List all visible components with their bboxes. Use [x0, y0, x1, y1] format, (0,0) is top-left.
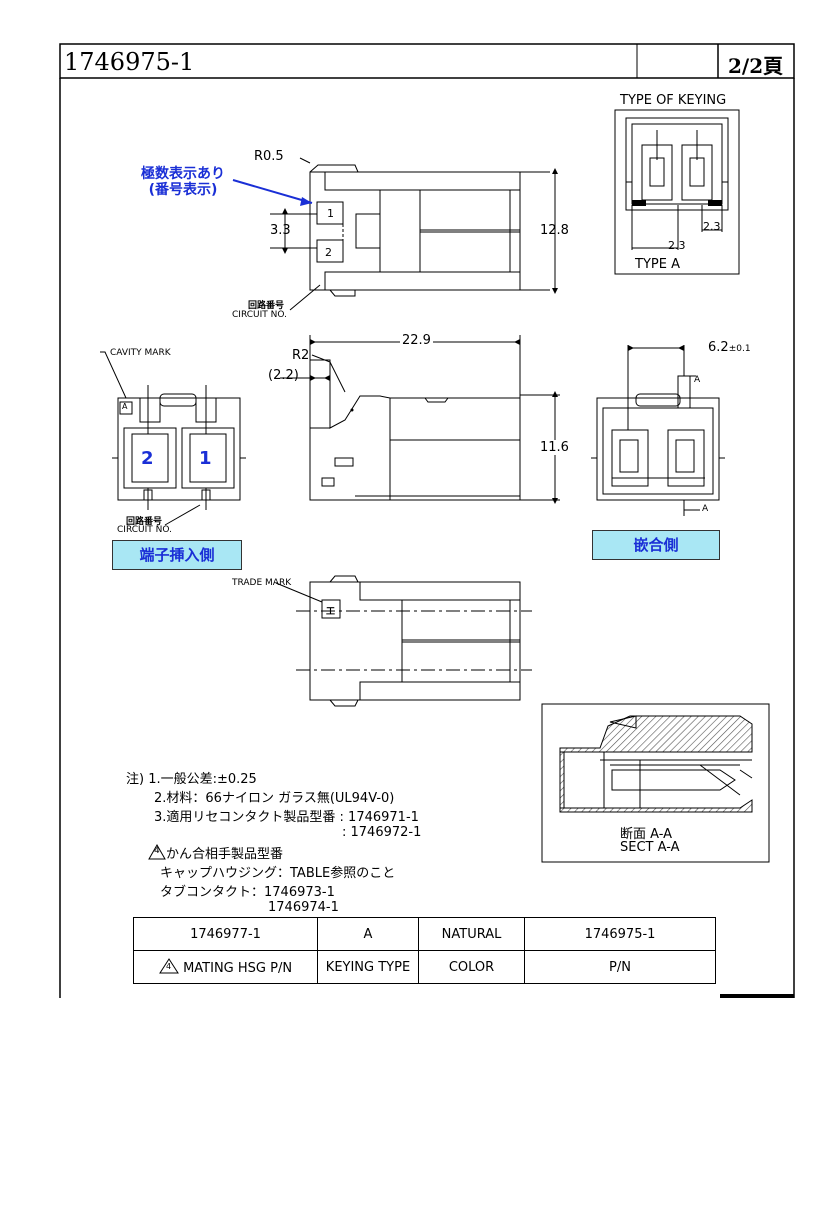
svg-text:2: 2 — [325, 246, 332, 259]
radius-offset-label: (2.2) — [268, 368, 299, 383]
front-width-dimension: 6.2±0.1 — [708, 340, 751, 355]
table-cell: KEYING TYPE — [317, 950, 419, 984]
note-4-number: 4 — [154, 846, 160, 856]
page-number: 2/2頁 — [728, 54, 784, 78]
note-5: キャップハウジング：TABLE参照のこと — [160, 866, 396, 881]
polarity-mark-note: 極数表示あり (番号表示) — [128, 166, 238, 198]
warning-triangle-icon — [159, 958, 179, 974]
part-number-table: 1746977-1 A NATURAL 1746975-1 4 MATING H… — [133, 917, 716, 984]
note-3: 3.適用リセコンタクト製品型番 : 1746971-1 — [154, 810, 419, 825]
svg-text:工: 工 — [326, 606, 335, 617]
svg-text:1: 1 — [327, 207, 334, 220]
trade-mark-label: TRADE MARK — [232, 578, 292, 588]
table-row: 4 MATING HSG P/N KEYING TYPE COLOR P/N — [133, 950, 716, 984]
circuit-no-jp-top: 回路番号 — [248, 301, 285, 311]
circuit-no-jp-rear: 回路番号 — [126, 517, 163, 527]
polarity-mark-line1: 極数表示あり — [141, 166, 225, 182]
note-4-row: 4 かん合相手製品型番 — [148, 843, 283, 862]
table-header-mating: MATING HSG P/N — [183, 961, 293, 976]
warning-triangle-icon — [148, 843, 166, 860]
keying-type-label: TYPE A — [635, 257, 680, 272]
keying-title: TYPE OF KEYING — [620, 93, 727, 108]
table-cell: 1746977-1 — [133, 917, 318, 951]
section-label-jp: 断面 A-A — [620, 827, 673, 842]
front-width-value: 6.2 — [708, 340, 729, 355]
length-dimension: 22.9 — [400, 333, 433, 348]
cavity-number-2: 2 — [141, 448, 154, 469]
note-6b: 1746974-1 — [268, 900, 339, 915]
radius-small-label: R0.5 — [254, 149, 284, 164]
section-letter-top: A — [694, 375, 701, 385]
table-cell: COLOR — [418, 950, 525, 984]
mating-side-badge: 嵌合側 — [592, 530, 720, 560]
table-cell: 4 MATING HSG P/N — [133, 950, 318, 984]
note-1: 注) 1.一般公差:±0.25 — [126, 772, 257, 787]
terminal-side-badge: 端子挿入側 — [112, 540, 242, 570]
cavity-mark-label: CAVITY MARK — [110, 348, 171, 358]
pitch-dimension: 3.3 — [270, 223, 291, 238]
table-row: 1746977-1 A NATURAL 1746975-1 — [133, 917, 716, 951]
keying-dim-bottom: 2.3 — [668, 239, 686, 252]
polarity-mark-line2: (番号表示) — [148, 182, 218, 198]
table-cell: NATURAL — [418, 917, 525, 951]
table-icon-number: 4 — [165, 962, 172, 971]
note-3b: : 1746972-1 — [342, 825, 422, 840]
cavity-letter: A — [122, 402, 128, 411]
section-label-en: SECT A-A — [620, 840, 680, 855]
note-4: かん合相手製品型番 — [166, 847, 284, 862]
height-top-dimension: 12.8 — [540, 223, 569, 238]
table-cell: 1746975-1 — [524, 917, 716, 951]
cavity-number-1: 1 — [199, 448, 212, 469]
note-6: タブコンタクト：1746973-1 — [160, 885, 335, 900]
section-letter-bottom: A — [702, 504, 709, 514]
radius-large-label: R2 — [292, 348, 310, 363]
table-cell: P/N — [524, 950, 716, 984]
table-cell: A — [317, 917, 419, 951]
height-side-dimension: 11.6 — [540, 440, 569, 455]
part-number-title: 1746975-1 — [64, 48, 195, 76]
note-2: 2.材料：66ナイロン ガラス無(UL94V-0) — [154, 791, 395, 806]
circuit-no-top: CIRCUIT NO. — [232, 310, 287, 320]
keying-dim-right: 2.3 — [703, 220, 721, 233]
circuit-no-rear: CIRCUIT NO. — [117, 525, 172, 535]
front-width-tolerance: ±0.1 — [728, 344, 751, 354]
